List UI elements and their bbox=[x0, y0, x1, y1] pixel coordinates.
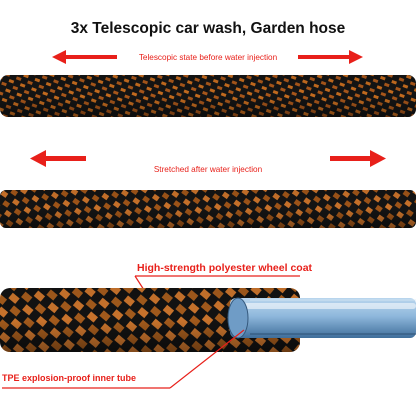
label-inner-tube: TPE explosion-proof inner tube bbox=[2, 373, 137, 383]
right-arrow-icon bbox=[330, 150, 386, 167]
tube-callout-line bbox=[2, 329, 245, 389]
image-title: 3x Telescopic car wash, Garden hose bbox=[70, 20, 346, 37]
label-telescopic-state: Telescopic state before water injection bbox=[138, 53, 278, 62]
hose-cutaway bbox=[0, 288, 416, 352]
label-stretched-state: Stretched after water injection bbox=[153, 165, 263, 174]
label-polyester-coat: High-strength polyester wheel coat bbox=[137, 262, 313, 274]
right-arrow-icon bbox=[298, 50, 363, 64]
inner-tube bbox=[227, 297, 416, 339]
left-arrow-icon bbox=[52, 50, 117, 64]
hose-stretched bbox=[0, 190, 416, 228]
hose-telescopic bbox=[0, 75, 416, 117]
left-arrow-icon bbox=[30, 150, 86, 167]
